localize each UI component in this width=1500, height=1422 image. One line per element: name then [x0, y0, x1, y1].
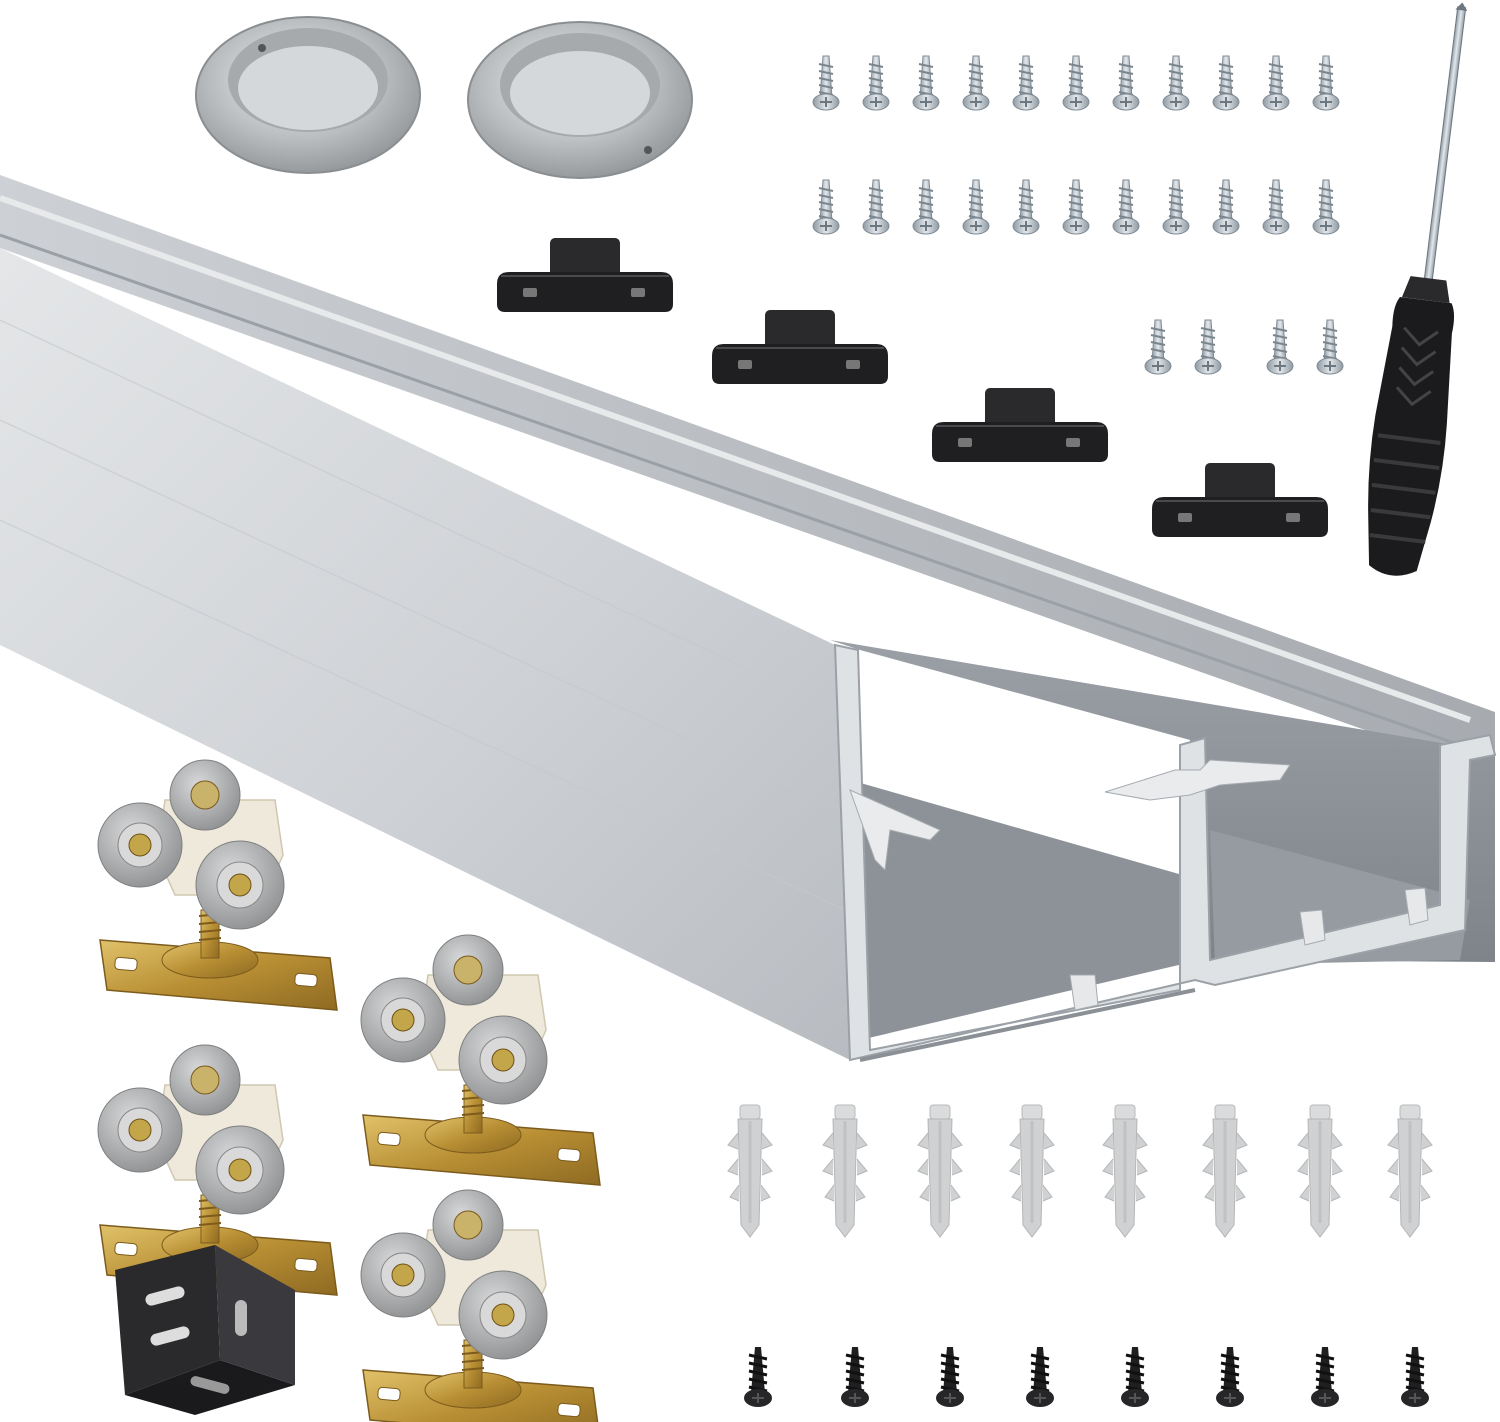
screw-icon	[1112, 179, 1140, 235]
sliding-door-track	[0, 175, 1497, 1062]
screw-icon	[1162, 179, 1190, 235]
screw-icon	[1266, 319, 1294, 375]
screw-icon	[934, 1345, 966, 1409]
screw-icon	[1162, 55, 1190, 111]
roller-hanger-icon	[97, 759, 338, 1011]
door-guide-icon	[496, 237, 674, 313]
screw-icon	[1262, 179, 1290, 235]
wall-anchor-icon	[726, 1103, 774, 1239]
roller-hanger-icon	[360, 934, 601, 1186]
screw-icon	[839, 1345, 871, 1409]
black-screw-row	[742, 1345, 1431, 1409]
door-guide-icon	[1151, 462, 1329, 538]
finger-pull-icon	[467, 21, 693, 179]
wall-anchor-icon	[1008, 1103, 1056, 1239]
wall-anchor-icon	[916, 1103, 964, 1239]
wall-anchor-icon	[1386, 1103, 1434, 1239]
screwdriver-icon	[1368, 2, 1468, 576]
screw-icon	[1062, 55, 1090, 111]
wall-anchor-row	[726, 1103, 1434, 1239]
screw-icon	[1144, 319, 1172, 375]
wall-anchor-icon	[1296, 1103, 1344, 1239]
screw-icon	[1312, 179, 1340, 235]
screw-icon	[862, 55, 890, 111]
screw-icon	[1024, 1345, 1056, 1409]
screw-icon	[1062, 179, 1090, 235]
screw-icon	[1012, 55, 1040, 111]
door-guide-icon	[711, 309, 889, 385]
screw-icon	[912, 55, 940, 111]
screw-icon	[742, 1345, 774, 1409]
screw-icon	[812, 55, 840, 111]
screw-icon	[912, 179, 940, 235]
small-screw-row	[1144, 319, 1344, 375]
door-guide-icon	[931, 387, 1109, 463]
zinc-screw-rows	[812, 55, 1340, 235]
corner-bracket-icon	[115, 1245, 295, 1415]
screw-icon	[962, 179, 990, 235]
screw-icon	[1119, 1345, 1151, 1409]
screw-icon	[1012, 179, 1040, 235]
screw-icon	[812, 179, 840, 235]
screw-icon	[1312, 55, 1340, 111]
screw-icon	[1214, 1345, 1246, 1409]
screw-icon	[962, 55, 990, 111]
screw-icon	[1262, 55, 1290, 111]
screw-icon	[1112, 55, 1140, 111]
screw-icon	[1194, 319, 1222, 375]
wall-anchor-icon	[1201, 1103, 1249, 1239]
finger-pull-icon	[195, 16, 421, 174]
screw-icon	[1399, 1345, 1431, 1409]
wall-anchor-icon	[1101, 1103, 1149, 1239]
screw-icon	[862, 179, 890, 235]
screw-icon	[1212, 55, 1240, 111]
wall-anchor-icon	[821, 1103, 869, 1239]
roller-hanger-icon	[360, 1189, 601, 1422]
screw-icon	[1212, 179, 1240, 235]
screw-icon	[1309, 1345, 1341, 1409]
screw-icon	[1316, 319, 1344, 375]
